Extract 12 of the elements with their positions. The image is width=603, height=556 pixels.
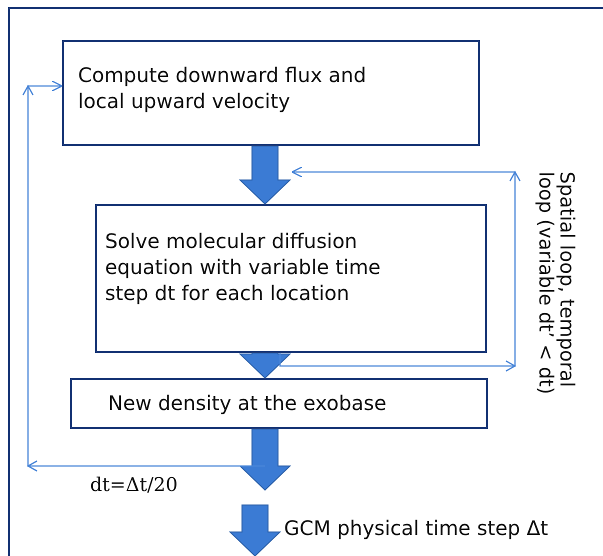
flow-arrow <box>238 428 292 491</box>
box-text: Compute downward flux and local upward velocity <box>78 62 368 114</box>
process-box <box>95 204 487 353</box>
annotation-text: GCM physical time step Δt <box>284 516 548 540</box>
flow-arrow <box>238 146 292 205</box>
side-note: Spatial loop, temporal loop (variable dt’ < dt) <box>534 171 578 396</box>
annotation-text: dt=Δt/20 <box>90 474 178 496</box>
process-box <box>62 40 480 146</box>
flow-arrow <box>238 352 292 379</box>
box-text: Solve molecular diffusion equation with variable time step dt for each location <box>105 228 382 306</box>
box-text: New density at the exobase <box>108 390 386 416</box>
process-box <box>70 378 488 429</box>
